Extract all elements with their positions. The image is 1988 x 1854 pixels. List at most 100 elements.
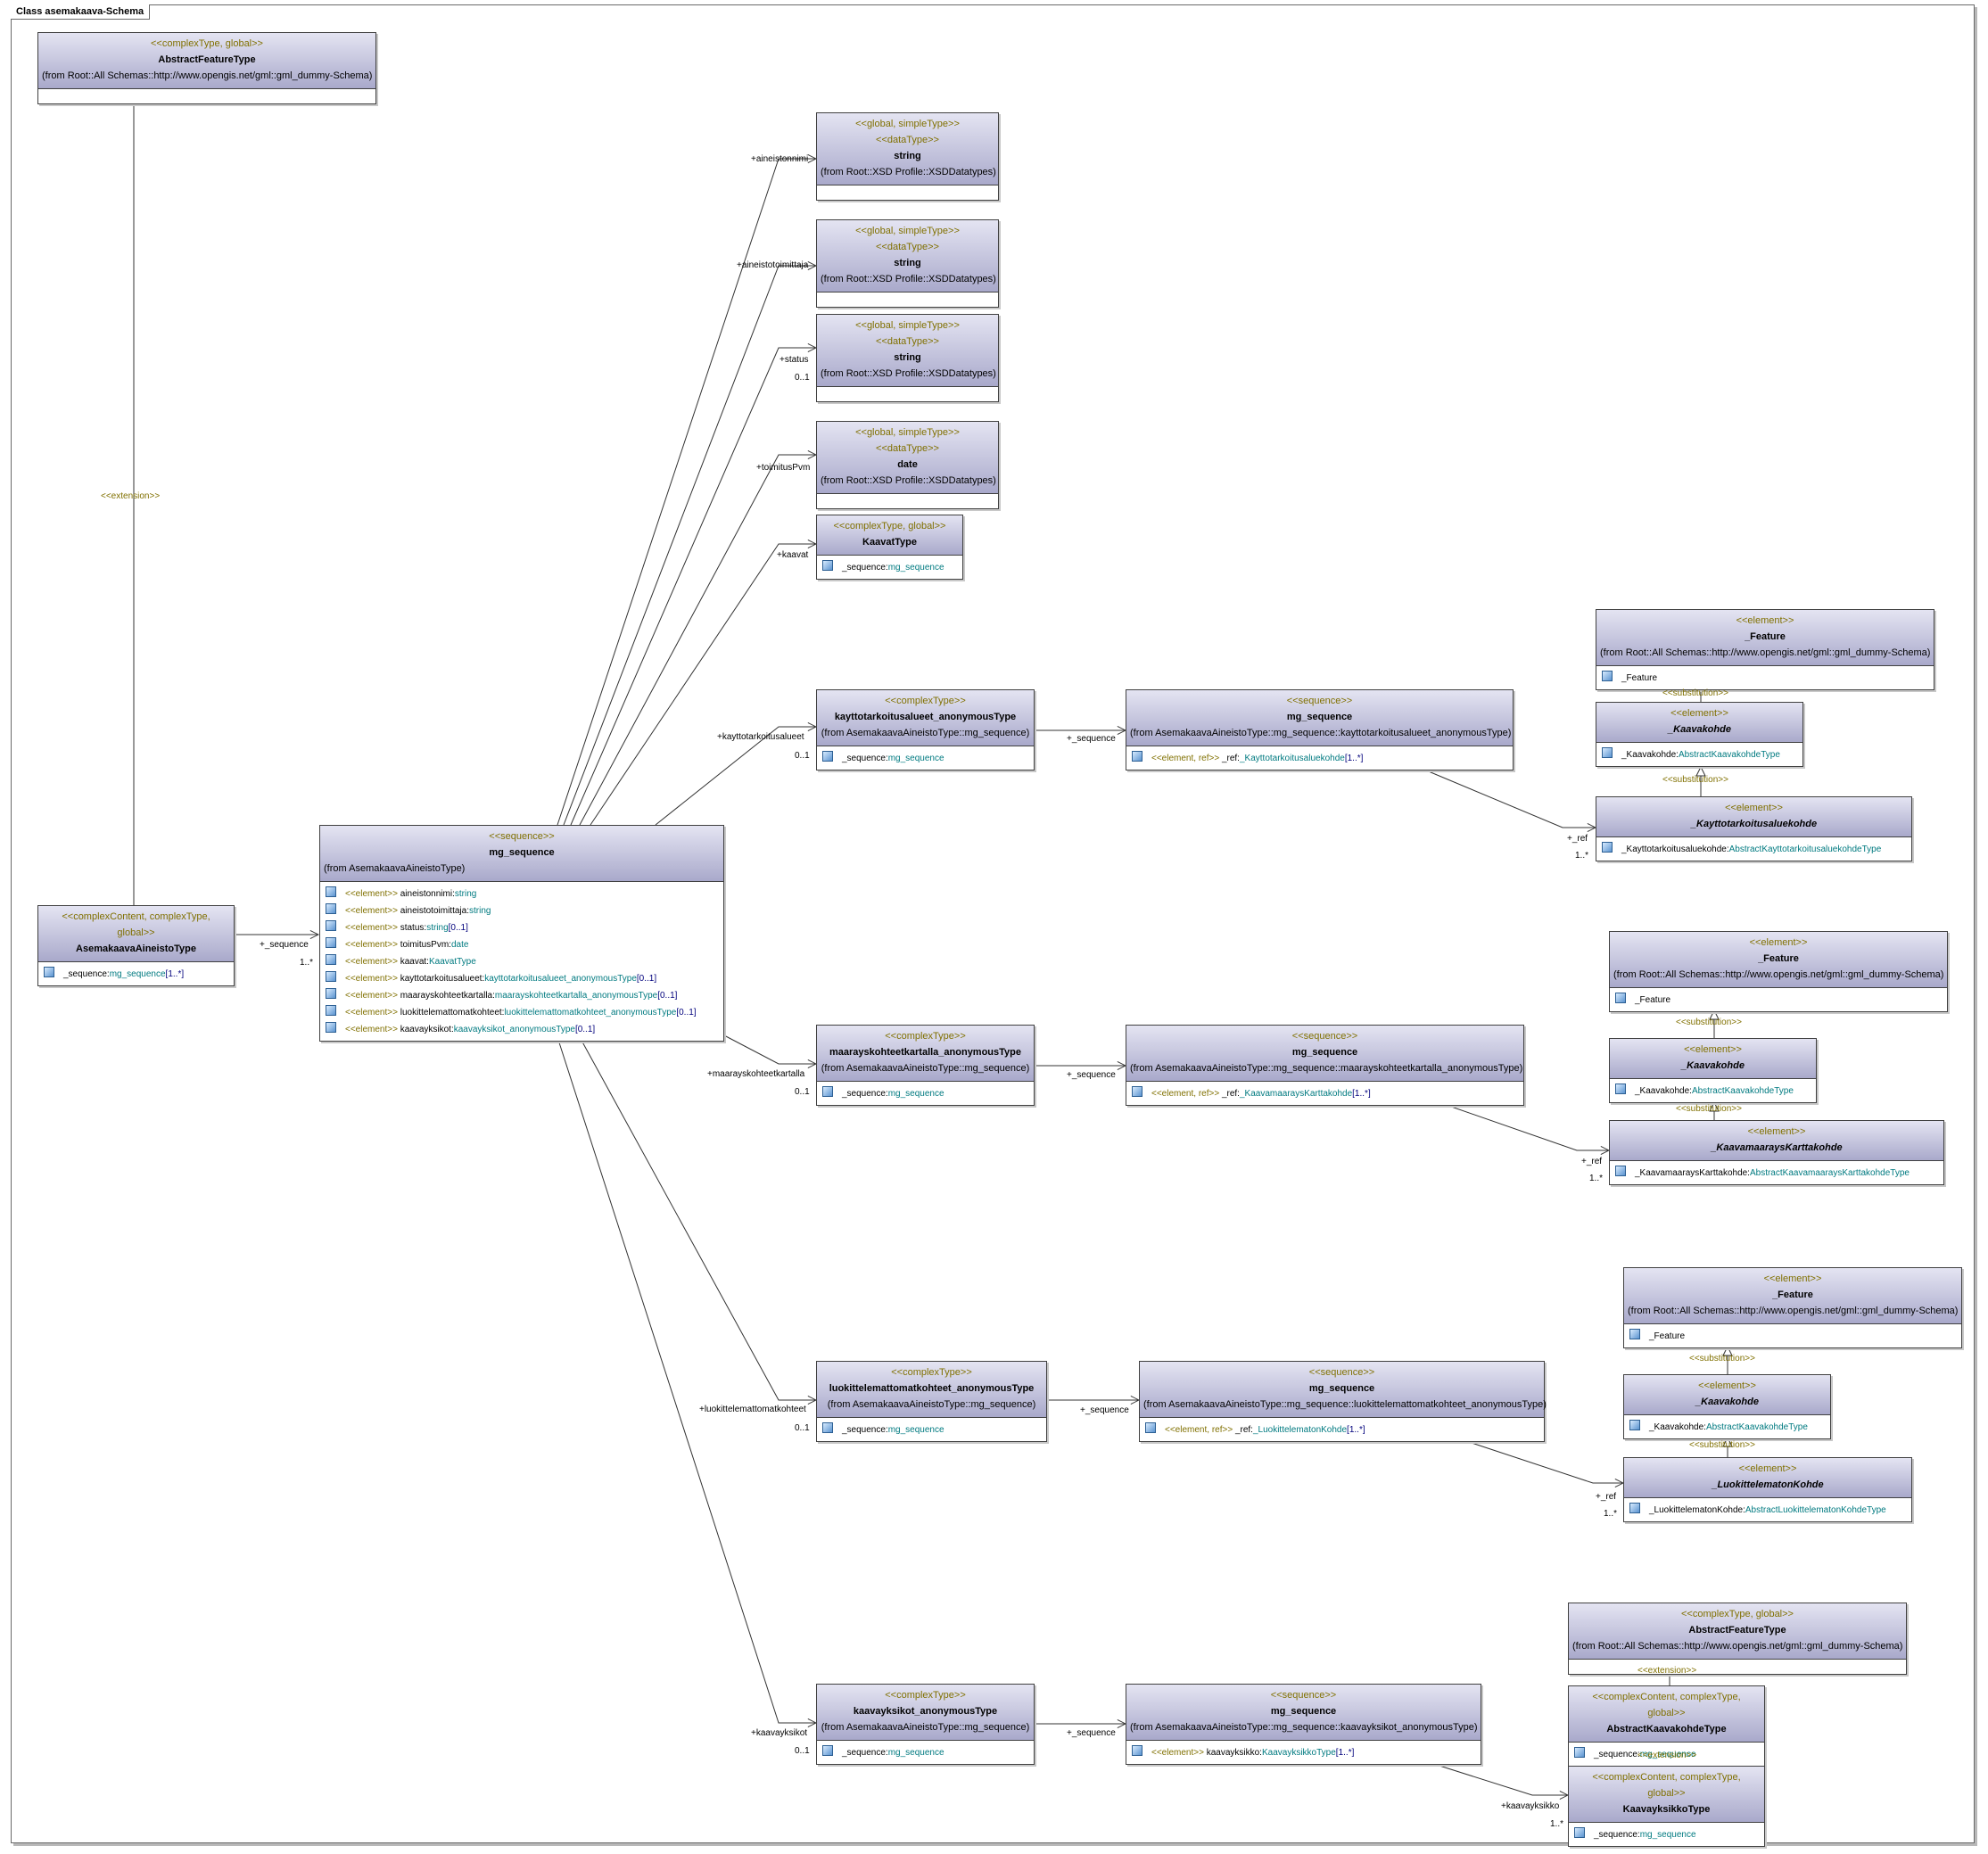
attribute-row[interactable]: _Kayttotarkoitusaluekohde:AbstractKaytto… [1602,841,1906,858]
attribute-row[interactable]: <<element>> kaavayksikko:KaavayksikkoTyp… [1132,1744,1475,1761]
kaavayksikko-type-box[interactable]: <<complexContent, complexType, global>> … [1568,1766,1765,1847]
kaavamaarayskarttakohde-element-box[interactable]: <<element>> _KaavamaaraysKarttakohde _Ka… [1609,1120,1944,1185]
class-name: string [894,258,921,268]
attribute-row[interactable]: <<element>> kaavayksikot:kaavayksikot_an… [326,1021,718,1038]
luok-sequence-box[interactable]: <<sequence>> mg_sequence (from Asemakaav… [1139,1361,1547,1442]
attribute-row[interactable]: <<element>> toimitusPvm:date [326,936,718,953]
stereotype: <<element>> [1738,1463,1797,1474]
stereotype: <<element>> [1684,1044,1742,1055]
stereotype: <<global, simpleType>> [855,119,960,129]
attributes-compartment: _Feature [1624,1324,1961,1347]
attribute-row[interactable]: _Kaavakohde:AbstractKaavakohdeType [1615,1083,1811,1100]
attribute-type: _KaavamaaraysKarttakohde [1239,1089,1353,1099]
attribute-multiplicity: [0..1] [676,1008,697,1018]
kaavakohde-element-box-2[interactable]: <<element>> _Kaavakohde _Kaavakohde:Abst… [1609,1038,1817,1103]
attribute-row[interactable]: _Kaavakohde:AbstractKaavakohdeType [1629,1419,1825,1436]
attribute-row[interactable]: <<element>> aineistotoimittaja:string [326,902,718,919]
substitution-label: <<substitution>> [1676,1104,1742,1114]
attribute-icon [1602,842,1613,853]
multiplicity-label: 1..* [300,958,314,968]
attribute-row[interactable]: _sequence:mg_sequence [1574,1826,1759,1843]
attribute-icon [1132,751,1142,762]
attribute-row[interactable]: <<element>> luokittelemattomatkohteet:lu… [326,1004,718,1021]
attribute-type: maarayskohteetkartalla_anonymousType [494,991,658,1001]
attribute-icon [1574,1747,1585,1758]
substitution-label: <<substitution>> [1662,688,1728,698]
multiplicity-label: 0..1 [795,1087,810,1097]
from-path: (from AsemakaavaAineistoType::mg_sequenc… [1130,1063,1523,1074]
kaavat-link [590,544,816,826]
attribute-name: maarayskohteetkartalla: [400,991,495,1001]
attribute-row[interactable]: _sequence:mg_sequence [822,750,1028,767]
string-type-box-3[interactable]: <<global, simpleType>> <<dataType>> stri… [816,314,999,402]
string-type-box-1[interactable]: <<global, simpleType>> <<dataType>> stri… [816,112,999,201]
attribute-row[interactable]: <<element>> kayttotarkoitusalueet:kaytto… [326,970,718,987]
asemakaava-aineisto-type-box[interactable]: <<complexContent, complexType, global>> … [37,905,235,986]
stereotype: <<dataType>> [876,336,939,347]
attribute-row[interactable]: _LuokittelematonKohde:AbstractLuokittele… [1629,1502,1906,1519]
feature-element-box-3[interactable]: <<element>> _Feature (from Root::All Sch… [1623,1267,1962,1348]
kaavakohde-element-box-3[interactable]: <<element>> _Kaavakohde _Kaavakohde:Abst… [1623,1374,1831,1439]
attribute-row[interactable]: _sequence:mg_sequence [822,1421,1041,1438]
yk-sequence-box[interactable]: <<sequence>> mg_sequence (from Asemakaav… [1126,1684,1481,1765]
attribute-row[interactable]: _sequence:mg_sequence[1..*] [44,966,228,983]
feature-element-box-1[interactable]: <<element>> _Feature (from Root::All Sch… [1596,609,1934,690]
attribute-row[interactable]: <<element>> status:string[0..1] [326,919,718,936]
kaavakohde-element-box-1[interactable]: <<element>> _Kaavakohde _Kaavakohde:Abst… [1596,702,1803,767]
stereotype: <<complexType, global>> [1681,1609,1794,1619]
main-sequence-box[interactable]: <<sequence>> mg_sequence (from Asemakaav… [319,825,724,1042]
ref4-link [1422,1759,1568,1795]
class-name: kaavayksikot_anonymousType [853,1706,998,1717]
date-type-box[interactable]: <<global, simpleType>> <<dataType>> date… [816,421,999,509]
abstract-feature-type-box-bottom[interactable]: <<complexType, global>> AbstractFeatureT… [1568,1603,1907,1675]
kaytto-sequence-box[interactable]: <<sequence>> mg_sequence (from Asemakaav… [1126,689,1514,770]
attribute-row[interactable]: _sequence:mg_sequence [822,559,957,576]
attribute-multiplicity: [0..1] [657,991,678,1001]
role-label: +_ref [1581,1157,1603,1166]
attribute-multiplicity: [1..*] [1335,1748,1355,1758]
attribute-type: kayttotarkoitusalueet_anonymousType [484,974,637,984]
stereotype: <<global, simpleType>> [855,427,960,438]
attribute-type: mg_sequence [887,1425,945,1435]
attribute-row[interactable]: <<element>> aineistonnimi:string [326,886,718,902]
attribute-row[interactable]: _Feature [1615,992,1942,1009]
attributes-compartment: _LuokittelematonKohde:AbstractLuokittele… [1624,1498,1911,1521]
from-path: (from Root::XSD Profile::XSDDatatypes) [821,274,996,284]
from-path: (from Root::All Schemas::http://www.open… [1628,1306,1959,1316]
attribute-icon [326,920,336,931]
kayttotarkoitusaluekohde-element-box[interactable]: <<element>> _Kayttotarkoitusaluekohde _K… [1596,796,1912,861]
string-type-box-2[interactable]: <<global, simpleType>> <<dataType>> stri… [816,219,999,308]
abstract-kaavakohde-type-box[interactable]: <<complexContent, complexType, global>> … [1568,1685,1765,1767]
attribute-row[interactable]: _Feature [1629,1328,1956,1345]
attribute-type: mg_sequence [887,1089,945,1099]
attribute-multiplicity: [1..*] [165,969,185,979]
yk-anonymous-type-box[interactable]: <<complexType>> kaavayksikot_anonymousTy… [816,1684,1035,1765]
luokittelematonkohde-element-box[interactable]: <<element>> _LuokittelematonKohde _Luoki… [1623,1457,1912,1522]
kaavat-type-box[interactable]: <<complexType, global>> KaavatType _sequ… [816,515,963,580]
attribute-icon [1629,1329,1640,1339]
maar-anonymous-type-box[interactable]: <<complexType>> maarayskohteetkartalla_a… [816,1025,1035,1106]
abstract-feature-type-box[interactable]: <<complexType, global>> AbstractFeatureT… [37,32,376,104]
from-path: (from Root::All Schemas::http://www.open… [1613,969,1944,980]
attribute-row[interactable]: _KaavamaaraysKarttakohde:AbstractKaavama… [1615,1165,1938,1182]
attribute-row[interactable]: _sequence:mg_sequence [822,1744,1028,1761]
feature-element-box-2[interactable]: <<element>> _Feature (from Root::All Sch… [1609,931,1948,1012]
attribute-icon [326,954,336,965]
role-label: +kaavayksikot [751,1728,808,1738]
attribute-multiplicity: [1..*] [1347,1425,1365,1435]
from-path: (from AsemakaavaAineistoType::mg_sequenc… [1143,1399,1547,1410]
attribute-row[interactable]: <<element>> maarayskohteetkartalla:maara… [326,987,718,1004]
attributes-compartment: _sequence:mg_sequence [817,1418,1046,1441]
luok-anonymous-type-box[interactable]: <<complexType>> luokittelemattomatkohtee… [816,1361,1047,1442]
attribute-row[interactable]: <<element, ref>> _ref:_LuokittelematonKo… [1145,1421,1538,1438]
attribute-row[interactable]: _sequence:mg_sequence [1574,1746,1759,1763]
attribute-row[interactable]: _Feature [1602,670,1928,687]
attribute-row[interactable]: _sequence:mg_sequence [822,1085,1028,1102]
attribute-row[interactable]: <<element>> kaavat:KaavatType [326,953,718,970]
kaytto-anonymous-type-box[interactable]: <<complexType>> kayttotarkoitusalueet_an… [816,689,1035,770]
attribute-row[interactable]: <<element, ref>> _ref:_KaavamaaraysKartt… [1132,1085,1518,1102]
attribute-row[interactable]: <<element, ref>> _ref:_Kayttotarkoitusal… [1132,750,1507,767]
attribute-row[interactable]: _Kaavakohde:AbstractKaavakohdeType [1602,746,1797,763]
attribute-type: AbstractKaavakohdeType [1691,1086,1794,1096]
maar-sequence-box[interactable]: <<sequence>> mg_sequence (from Asemakaav… [1126,1025,1524,1106]
